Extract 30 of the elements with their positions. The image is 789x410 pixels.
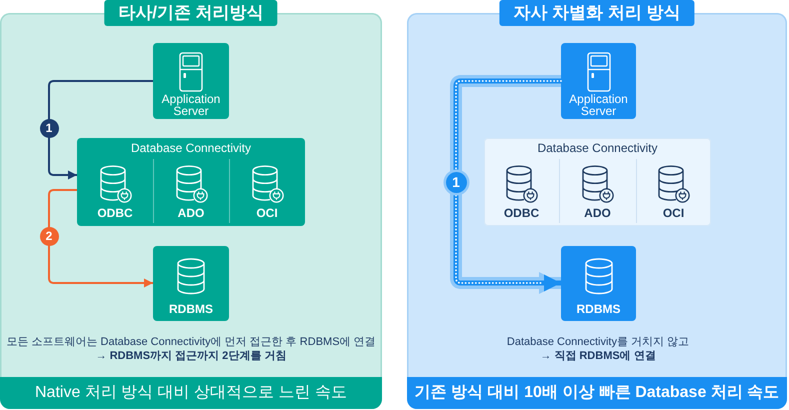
node-label: OCI (256, 207, 278, 219)
panel-title-tab: 타사/기존 처리방식 (104, 0, 278, 26)
database-node (153, 246, 229, 321)
connector-arrow (454, 78, 561, 292)
node-label: ADO (584, 207, 611, 219)
panel-title-tab: 자사 차별화 처리 방식 (499, 0, 695, 26)
caption-text: → RDBMS까지 접근까지 2단계를 거침 (96, 349, 286, 363)
connector-arrow (48, 80, 153, 180)
step-number-badge: 1 (446, 172, 466, 192)
summary-banner: 기존 방식 대비 10배 이상 빠른 Database 처리 속도 (407, 377, 787, 409)
node-label: RDBMS (169, 303, 213, 315)
server-node (561, 43, 636, 119)
group-title: Database Connectivity (130, 142, 252, 154)
server-node (153, 43, 229, 119)
node-label: ODBC (97, 207, 133, 219)
connectivity-group (484, 138, 711, 226)
node-label: Application Server (568, 93, 629, 117)
caption-text: → 직접 RDBMS에 연결 (540, 349, 656, 363)
summary-banner: Native 처리 방식 대비 상대적으로 느린 속도 (0, 377, 382, 409)
node-label: Application Server (160, 93, 222, 117)
node-label: ODBC (504, 207, 540, 219)
caption-text: Database Connectivity를 거치지 않고 (506, 335, 690, 349)
connectivity-group (77, 138, 305, 226)
node-label: RDBMS (576, 303, 620, 315)
database-node (561, 246, 636, 321)
caption-text: 모든 소프트웨어는 Database Connectivity에 먼저 접근한 후 RDBMS에 연결 (6, 335, 376, 349)
group-title: Database Connectivity (537, 142, 658, 154)
node-label: ADO (178, 207, 204, 219)
connector-arrow (48, 189, 153, 288)
node-label: OCI (662, 207, 684, 219)
